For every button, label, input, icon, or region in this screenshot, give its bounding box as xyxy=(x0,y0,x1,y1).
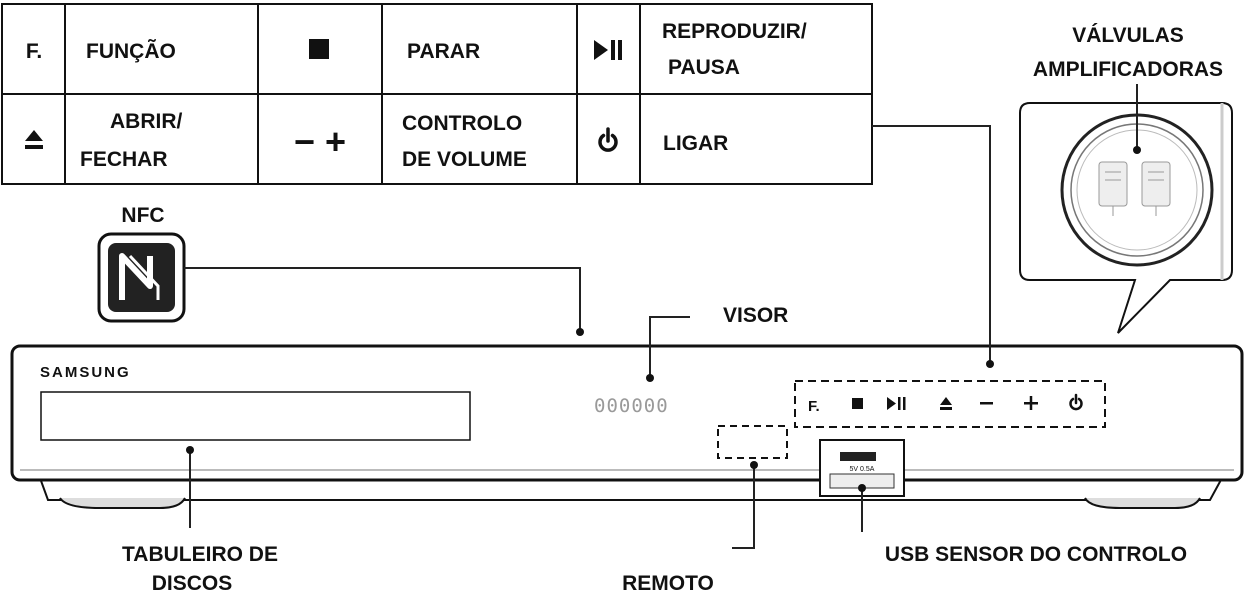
eject-label: ABRIR/ xyxy=(110,110,182,133)
eject-label-line2: FECHAR xyxy=(80,148,168,171)
front-display: 000000 xyxy=(594,395,669,417)
disc-tray-label-line2: DISCOS xyxy=(152,572,233,595)
device-foot-left xyxy=(59,497,186,509)
brand-logo: SAMSUNG xyxy=(40,364,131,381)
front-function-button[interactable]: F. xyxy=(808,398,820,415)
display-point-dot xyxy=(646,374,654,382)
nfc-icon xyxy=(97,232,186,323)
front-stop-button[interactable] xyxy=(852,398,863,409)
device-foot-right xyxy=(1084,497,1201,509)
nfc-leader-line xyxy=(184,267,581,332)
usb-port-rating: 5V 0.5A xyxy=(850,466,875,473)
disc-tray xyxy=(40,391,471,441)
nfc-label: NFC xyxy=(121,204,164,227)
control-legend-table xyxy=(1,3,873,185)
volume-label-line2: DE VOLUME xyxy=(402,148,527,171)
front-volume-up-button[interactable] xyxy=(1024,396,1038,410)
disc-tray-label: TABULEIRO DE xyxy=(122,543,278,566)
remote-sensor-label-line2: REMOTO xyxy=(622,572,714,595)
function-label: FUNÇÃO xyxy=(86,40,176,63)
disc-tray-point-dot xyxy=(186,446,194,454)
amp-tube-icons xyxy=(1098,161,1171,216)
amp-tubes-label-line2: AMPLIFICADORAS xyxy=(1033,58,1223,81)
amp-tubes-callout-bubble xyxy=(1019,102,1233,334)
volume-label: CONTROLO xyxy=(402,112,522,135)
stop-label: PARAR xyxy=(407,40,480,63)
play-pause-label: REPRODUZIR/ xyxy=(662,20,807,43)
display-label: VISOR xyxy=(723,304,788,327)
device-front-panel xyxy=(10,344,1244,482)
stop-icon xyxy=(309,39,329,59)
remote-sensor-window xyxy=(717,425,788,459)
remote-sensor-label: USB SENSOR DO CONTROLO xyxy=(885,543,1187,566)
nfc-point-dot xyxy=(576,328,584,336)
power-label: LIGAR xyxy=(663,132,728,155)
front-play-pause-button[interactable] xyxy=(887,397,906,410)
function-symbol: F. xyxy=(26,40,42,63)
volume-symbols: − + xyxy=(294,121,346,162)
controls-point-dot xyxy=(986,360,994,368)
amp-tubes-point-dot xyxy=(1133,146,1141,154)
power-icon xyxy=(598,127,618,152)
volume-minus-plus-icons: − + xyxy=(294,121,346,162)
front-power-button[interactable] xyxy=(1069,393,1083,411)
device-body xyxy=(10,344,1244,509)
front-controls-group xyxy=(794,380,1106,428)
controls-leader-line xyxy=(872,125,991,364)
usb-point-dot xyxy=(858,484,866,492)
front-eject-button[interactable] xyxy=(940,397,952,410)
play-pause-icon xyxy=(594,40,622,60)
front-volume-down-button[interactable] xyxy=(980,402,993,405)
display-leader-line xyxy=(649,316,690,378)
remote-sensor-leader-line xyxy=(732,465,755,549)
eject-icon xyxy=(25,130,43,149)
amp-tubes-label: VÁLVULAS xyxy=(1072,24,1184,47)
remote-sensor-point-dot xyxy=(750,461,758,469)
play-pause-label-line2: PAUSA xyxy=(668,56,740,79)
